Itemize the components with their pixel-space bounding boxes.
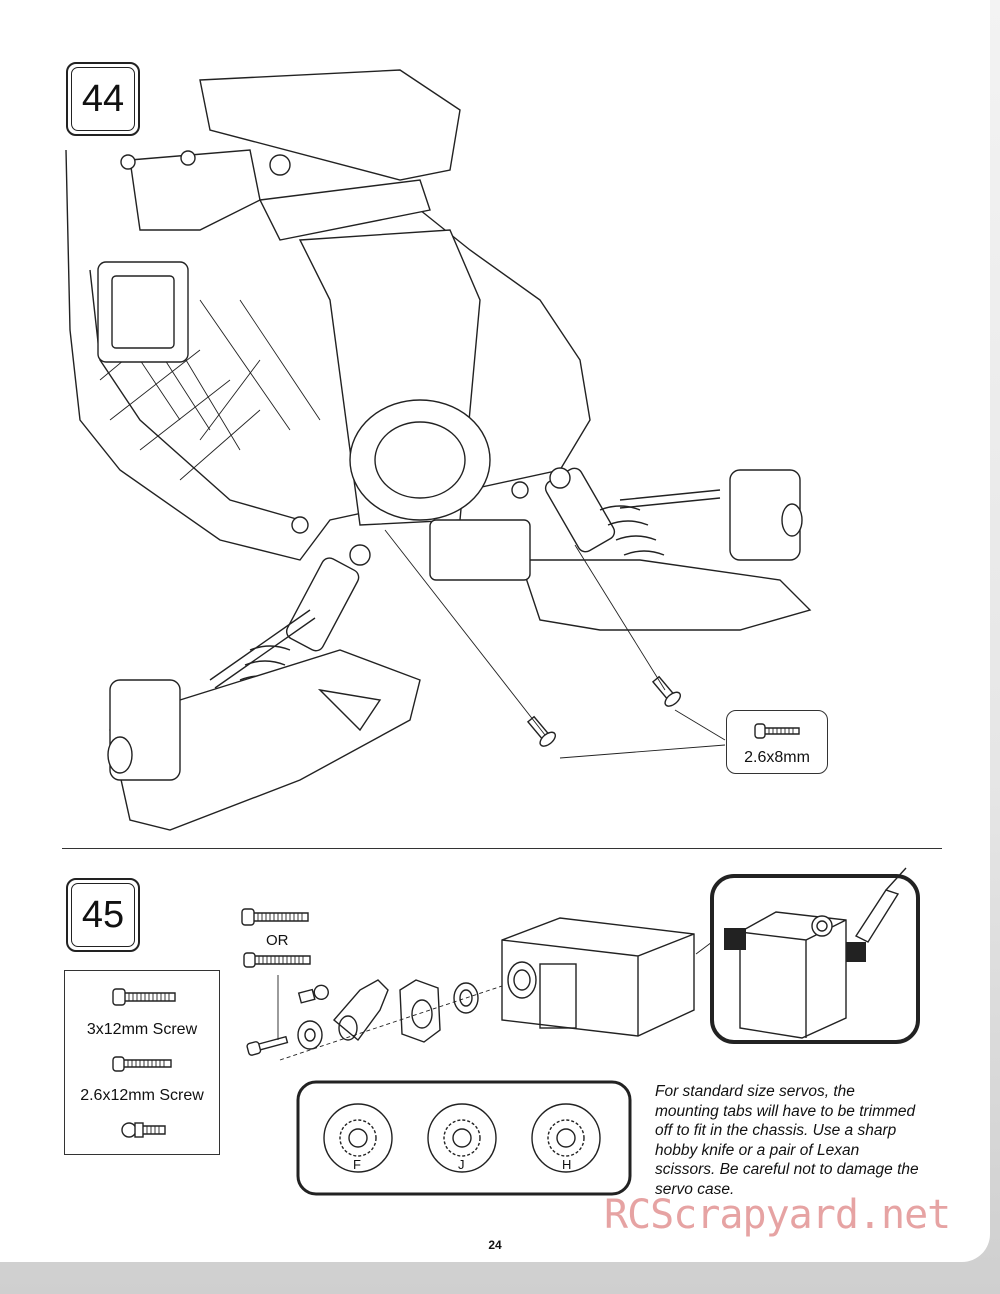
parts-legend: 3x12mm Screw 2.6x12mm Screw: [64, 970, 220, 1155]
horn-label-f: F: [353, 1157, 361, 1172]
legend-screw-b-label: 2.6x12mm Screw: [80, 1087, 204, 1104]
hobby-knife-icon: [854, 867, 907, 943]
screw-callout-2-6x8: 2.6x8mm: [726, 710, 828, 774]
screw-icon: [241, 908, 309, 926]
or-label: OR: [266, 932, 289, 949]
manual-page: 44: [62, 62, 942, 1252]
screw-icon: [243, 952, 311, 968]
section-divider: [62, 848, 942, 849]
screw-size-label: 2.6x8mm: [744, 749, 810, 766]
step-44-badge: 44: [66, 62, 140, 136]
ball-stud-icon: [121, 1122, 166, 1138]
servo-horn-icon: [323, 1103, 601, 1173]
screw-icon: [112, 1056, 172, 1072]
watermark: RCScrapyard.net: [604, 1192, 951, 1238]
step-45-badge: 45: [66, 878, 140, 952]
servo-horns-callout: [296, 1080, 632, 1196]
chassis-rear-assembly-illustration: [65, 69, 812, 831]
screw-icon: [754, 723, 800, 739]
screw-icon: [112, 988, 176, 1006]
horn-label-j: J: [458, 1157, 465, 1172]
servo-trim-note: For standard size servos, the mounting t…: [655, 1083, 919, 1198]
horn-label-h: H: [562, 1157, 572, 1172]
step-number: 45: [81, 894, 125, 936]
page-number: 24: [488, 1238, 502, 1252]
legend-screw-a-label: 3x12mm Screw: [86, 1021, 198, 1038]
servo-assembly-illustration: [246, 917, 695, 1061]
step-number: 44: [81, 78, 125, 120]
servo-icon: [724, 911, 866, 1039]
servo-trim-detail: [695, 867, 920, 1044]
